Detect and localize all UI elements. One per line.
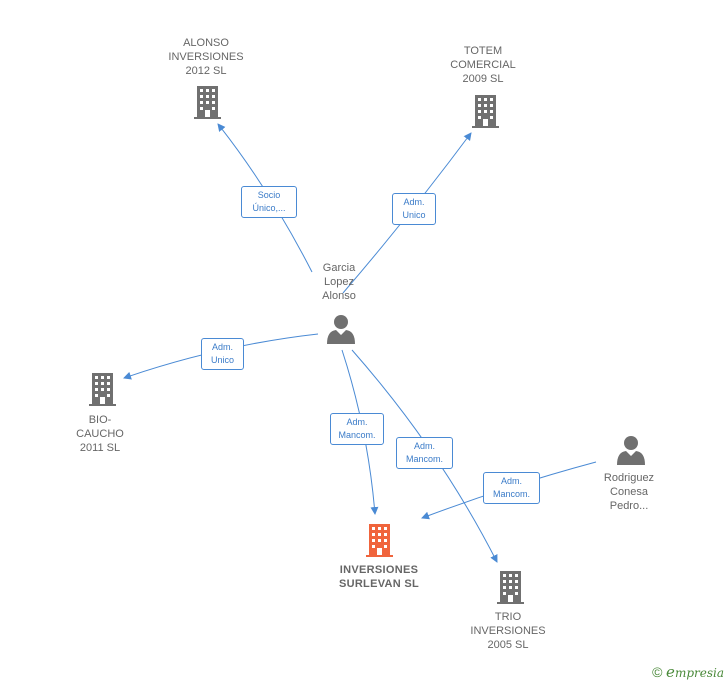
building-icon [89, 373, 116, 406]
copyright-footer: © empresia [652, 663, 724, 681]
node-label-alonso[interactable]: ALONSO INVERSIONES 2012 SL [168, 37, 244, 77]
brand-logo: empresia [666, 663, 724, 681]
edge-label-adm-unico-totem: Adm. Unico [392, 193, 436, 225]
edge-label-adm-mancom-trio: Adm. Mancom. [396, 437, 453, 469]
node-label-rodriguez[interactable]: Rodriguez Conesa Pedro... [603, 472, 655, 512]
building-icon [194, 86, 221, 119]
node-label-bio[interactable]: BIO- CAUCHO 2011 SL [76, 414, 124, 454]
node-label-surlevan[interactable]: INVERSIONES SURLEVAN SL [338, 564, 420, 590]
copyright-icon: © [652, 664, 663, 680]
edge-label-adm-unico-bio: Adm. Unico [201, 338, 244, 370]
node-label-trio[interactable]: TRIO INVERSIONES 2005 SL [470, 611, 546, 651]
building-icon [472, 95, 499, 128]
building-icon [366, 524, 393, 557]
person-icon [327, 315, 355, 344]
building-icon [497, 571, 524, 604]
node-label-garcia[interactable]: Garcia Lopez Alonso [322, 262, 356, 302]
edge-label-socio-unico: Socio Único,... [241, 186, 297, 218]
person-icon [617, 436, 645, 465]
node-label-totem[interactable]: TOTEM COMERCIAL 2009 SL [450, 45, 516, 85]
edge-label-adm-mancom-rodriguez: Adm. Mancom. [483, 472, 540, 504]
edge-label-adm-mancom-surlevan: Adm. Mancom. [330, 413, 384, 445]
